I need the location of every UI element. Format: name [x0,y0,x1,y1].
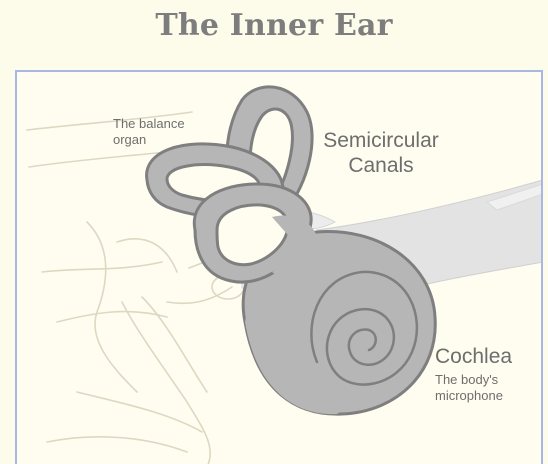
inner-ear-illustration [17,72,543,464]
semicircular-canals-label: Semicircular Canals [311,128,451,178]
diagram-frame: The balance organ Semicircular Canals Co… [15,70,543,464]
cochlea-description-line2: microphone [435,388,503,404]
cochlea-description: The body's microphone [435,372,503,404]
cochlea-description-line1: The body's [435,372,503,388]
semicircular-canals-label-line2: Canals [311,153,451,178]
balance-organ-label-line1: The balance [113,116,185,132]
page-title: The Inner Ear [0,8,548,43]
balance-organ-label-line2: organ [113,132,185,148]
semicircular-canals-label-line1: Semicircular [311,128,451,153]
cochlea-label: Cochlea [435,344,512,369]
balance-organ-label: The balance organ [113,116,185,148]
